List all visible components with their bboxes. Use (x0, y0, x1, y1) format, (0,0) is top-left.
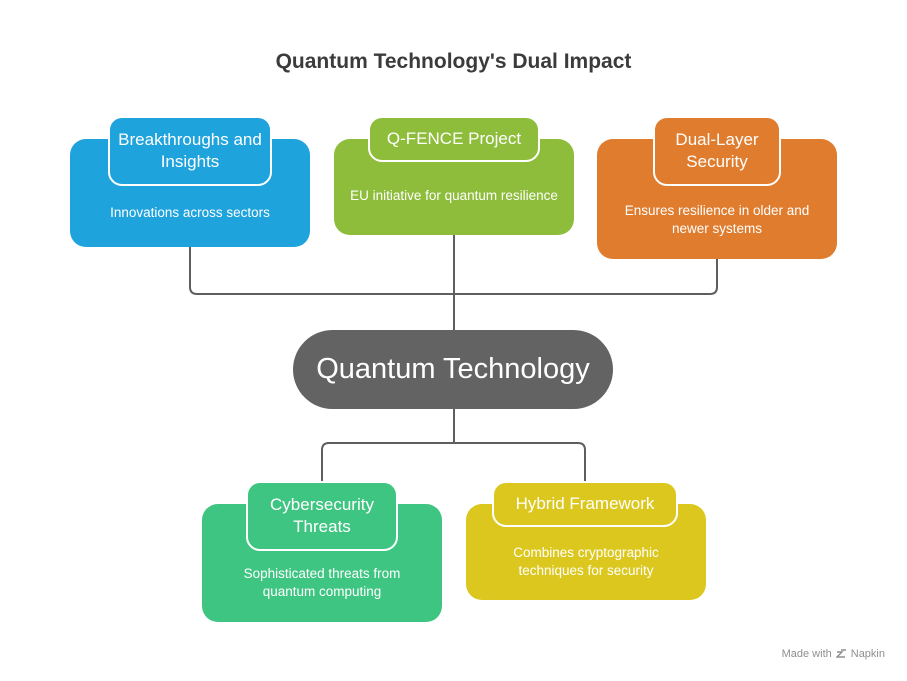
breakthroughs-description: Innovations across sectors (110, 205, 270, 220)
qfence-description: EU initiative for quantum resilience (350, 188, 558, 203)
dual-layer-title-text: Dual-Layer Security (675, 130, 759, 171)
made-with-label: Made with (781, 648, 832, 660)
bottom-connector (321, 409, 586, 481)
diagram-title: Quantum Technology's Dual Impact (275, 50, 632, 73)
cybersecurity-title-text: Cybersecurity Threats (270, 495, 374, 536)
hybrid-title: Hybrid Framework (492, 481, 678, 527)
napkin-brand-label: Napkin (850, 648, 885, 660)
cybersecurity-description: Sophisticated threats from quantum compu… (243, 566, 401, 599)
center-node-label: Quantum Technology (316, 353, 590, 385)
qfence-title: Q-FENCE Project (368, 116, 540, 162)
cybersecurity-title: Cybersecurity Threats (246, 481, 398, 551)
cybersecurity-card: Sophisticated threats from quantum compu… (202, 504, 442, 622)
qfence-title-text: Q-FENCE Project (386, 129, 522, 148)
center-node: Quantum Technology (293, 330, 613, 409)
made-with-footer: Made with Napkin (782, 648, 885, 660)
breakthroughs-title-text: Breakthroughs and Insights (118, 130, 262, 171)
hybrid-title-text: Hybrid Framework (515, 494, 655, 513)
breakthroughs-title: Breakthroughs and Insights (108, 116, 272, 186)
dual-layer-description: Ensures resilience in older and newer sy… (624, 203, 810, 236)
napkin-logo-icon (835, 648, 846, 658)
top-connector (189, 235, 718, 330)
hybrid-description: Combines cryptographic techniques for se… (513, 545, 659, 578)
dual-layer-title: Dual-Layer Security (653, 116, 781, 186)
